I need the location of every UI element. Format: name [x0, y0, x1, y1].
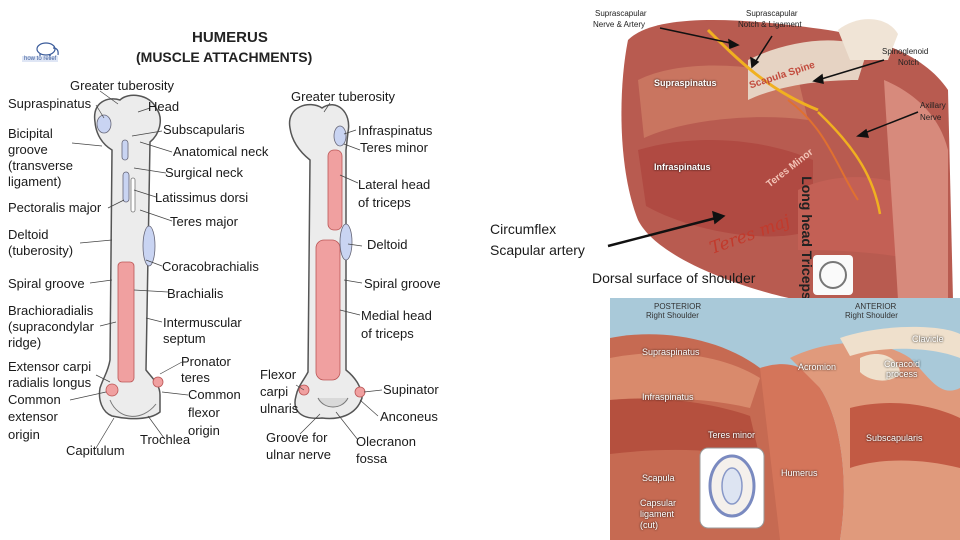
- label-supraspinatus-view: Supraspinatus: [642, 347, 700, 357]
- label-anterior-view-1: ANTERIOR: [855, 302, 896, 311]
- label-infraspinatus: Infraspinatus: [358, 123, 432, 138]
- label-common-extensor-1: Common: [8, 392, 61, 407]
- label-anterior-view-2: Right Shoulder: [845, 311, 898, 320]
- label-bicipital-groove-4: ligament): [8, 174, 61, 189]
- label-groove-ulnar-2: ulnar nerve: [266, 447, 331, 462]
- label-extensor-carpi-2: radialis longus: [8, 375, 91, 390]
- label-deltoid-posterior: Deltoid: [367, 237, 407, 252]
- label-clavicle: Clavicle: [912, 334, 944, 344]
- posterior-humerus: [290, 105, 365, 419]
- label-subscapularis-view: Subscapularis: [866, 433, 923, 443]
- label-groove-ulnar-1: Groove for: [266, 430, 327, 445]
- label-bicipital-groove-3: (transverse: [8, 158, 73, 173]
- label-suprascapular-nerve-2: Nerve & Artery: [593, 20, 645, 30]
- label-bicipital-groove-1: Bicipital: [8, 126, 53, 141]
- label-common-flexor-3: origin: [188, 423, 220, 438]
- brachialis-area: [118, 262, 134, 382]
- label-circumflex-2: Scapular artery: [490, 243, 585, 258]
- label-head: Head: [148, 99, 179, 114]
- label-scapula-view: Scapula: [642, 473, 675, 483]
- label-greater-tuberosity-anterior: Greater tuberosity: [70, 78, 174, 93]
- label-olecranon-2: fossa: [356, 451, 387, 466]
- label-humerus-view: Humerus: [781, 468, 818, 478]
- label-bicipital-groove-2: groove: [8, 142, 48, 157]
- label-deltoid-2: (tuberosity): [8, 243, 73, 258]
- label-common-flexor-2: flexor: [188, 405, 220, 420]
- label-long-head-triceps: Long head Triceps: [799, 173, 815, 303]
- lateral-head-triceps-area: [328, 150, 342, 230]
- label-medial-head-1: Medial head: [361, 308, 432, 323]
- label-suprascapular-notch-2: Notch & Ligament: [738, 20, 802, 30]
- label-intermuscular-septum-1: Intermuscular: [163, 315, 242, 330]
- label-common-extensor-2: extensor: [8, 409, 58, 424]
- label-infraspinatus-dorsal: Infraspinatus: [654, 162, 711, 172]
- label-axillary-1: Axillary: [920, 101, 946, 111]
- label-common-extensor-3: origin: [8, 427, 40, 442]
- label-capsular-3: (cut): [640, 520, 658, 530]
- label-coracoid-2: process: [886, 369, 918, 379]
- label-surgical-neck: Surgical neck: [165, 165, 243, 180]
- label-teres-major: Teres major: [170, 214, 238, 229]
- label-anconeus: Anconeus: [380, 409, 438, 424]
- label-brachioradialis-2: (supracondylar: [8, 319, 94, 334]
- label-spinoglenoid-1: Spinoglenoid: [882, 47, 928, 57]
- label-suprascapular-nerve-1: Suprascapular: [595, 9, 647, 19]
- label-spiral-groove-posterior: Spiral groove: [364, 276, 441, 291]
- label-flexor-carpi-1: Flexor: [260, 367, 296, 382]
- label-coracobrachialis: Coracobrachialis: [162, 259, 259, 274]
- label-extensor-carpi-1: Extensor carpi: [8, 359, 91, 374]
- label-suprascapular-notch-1: Suprascapular: [746, 9, 798, 19]
- label-teres-minor-view: Teres minor: [708, 430, 755, 440]
- label-posterior-view-2: Right Shoulder: [646, 311, 699, 320]
- label-capsular-2: ligament: [640, 509, 674, 519]
- label-subscapularis: Subscapularis: [163, 122, 245, 137]
- label-infraspinatus-view: Infraspinatus: [642, 392, 694, 402]
- label-capitulum: Capitulum: [66, 443, 125, 458]
- medial-head-triceps-area: [316, 240, 340, 380]
- label-intermuscular-septum-2: septum: [163, 331, 206, 346]
- label-acromion: Acromion: [798, 362, 836, 372]
- label-pectoralis-major: Pectoralis major: [8, 200, 101, 215]
- label-latissimus-dorsi: Latissimus dorsi: [155, 190, 248, 205]
- label-flexor-carpi-2: carpi: [260, 384, 288, 399]
- label-coracoid-1: Coracoid: [884, 359, 920, 369]
- label-pronator-teres-1: Pronator: [181, 354, 231, 369]
- caption-dorsal-surface: Dorsal surface of shoulder: [592, 271, 755, 286]
- label-posterior-view-1: POSTERIOR: [654, 302, 701, 311]
- label-spinoglenoid-2: Notch: [898, 58, 919, 68]
- label-capsular-1: Capsular: [640, 498, 676, 508]
- label-trochlea: Trochlea: [140, 432, 190, 447]
- label-brachioradialis-1: Brachioradialis: [8, 303, 93, 318]
- label-supraspinatus: Supraspinatus: [8, 96, 91, 111]
- label-circumflex-1: Circumflex: [490, 222, 556, 237]
- label-common-flexor-1: Common: [188, 387, 241, 402]
- anterior-humerus: [95, 95, 163, 418]
- label-brachialis: Brachialis: [167, 286, 223, 301]
- label-teres-minor: Teres minor: [360, 140, 428, 155]
- label-anatomical-neck: Anatomical neck: [173, 144, 268, 159]
- label-brachioradialis-3: ridge): [8, 335, 41, 350]
- label-deltoid-1: Deltoid: [8, 227, 48, 242]
- label-lateral-head-1: Lateral head: [358, 177, 430, 192]
- label-pronator-teres-2: teres: [181, 370, 210, 385]
- label-supraspinatus-dorsal: Supraspinatus: [654, 78, 717, 88]
- deltoid-anterior-attachment: [143, 226, 155, 266]
- label-medial-head-2: of triceps: [361, 326, 414, 341]
- label-supinator: Supinator: [383, 382, 439, 397]
- label-axillary-2: Nerve: [920, 113, 941, 123]
- label-flexor-carpi-3: ulnaris: [260, 401, 298, 416]
- label-olecranon-1: Olecranon: [356, 434, 416, 449]
- label-lateral-head-2: of triceps: [358, 195, 411, 210]
- label-spiral-groove-anterior: Spiral groove: [8, 276, 85, 291]
- label-greater-tuberosity-posterior: Greater tuberosity: [291, 89, 395, 104]
